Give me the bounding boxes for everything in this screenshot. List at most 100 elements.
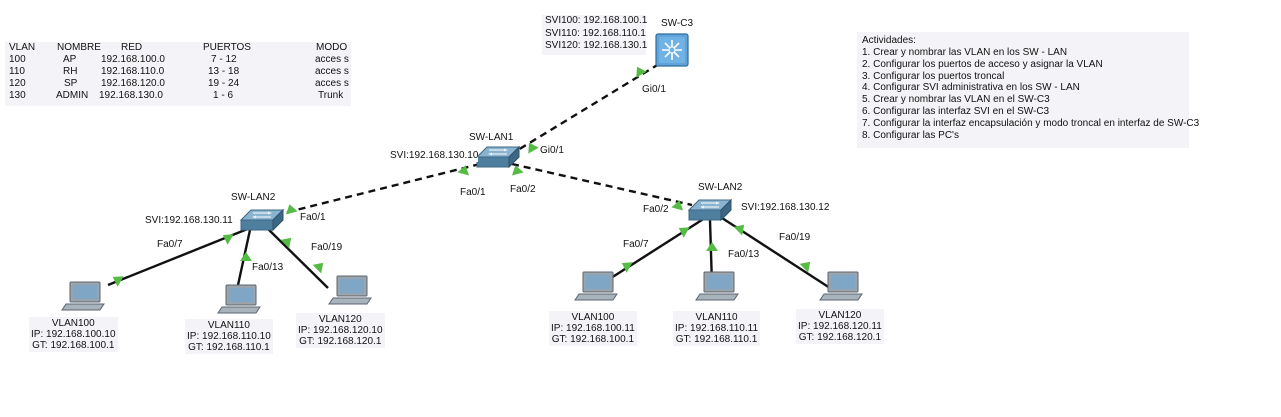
pc-right-vlan100-label: VLAN100 IP: 192.168.100.11 GT: 192.168.1… [549,311,637,346]
sw-lan2-right-port-fa019: Fa0/19 [779,232,811,244]
svi-120-label: SVI120: 192.168.130.1 [545,40,648,51]
cell-vlan: 110 [9,66,25,77]
table-row: 130 ADMIN 192.168.130.0 1 - 6 Trunk [5,90,351,102]
trunk-link-lan1-lan2left [279,162,481,216]
list-item: 1. Crear y nombrar las VLAN en los SW - … [862,47,1068,58]
pc-name: VLAN120 [818,310,862,321]
sw-lan2-right-name: SW-LAN2 [698,182,743,193]
svi-100-label: SVI100: 192.168.100.1 [545,15,648,26]
pc-left-vlan100-icon[interactable] [61,281,105,311]
header-modo: MODO [316,42,348,53]
pc-right-vlan100-icon[interactable] [574,271,618,301]
list-item: 8. Configurar las PC's [862,129,959,141]
link-up-arrow-icon [457,163,472,176]
pc-left-vlan110-label: VLAN110 IP: 192.168.110.10 GT: 192.168.1… [185,319,273,354]
list-item: 4. Configurar SVI administrativa en los … [862,82,1080,94]
trunk-link-lan1-lan2right [511,162,693,207]
sw-lan2-left-svi: SVI:192.168.130.11 [145,215,233,227]
list-item: 6. Configurar las interfaz SVI en el SW-… [862,105,1050,117]
vlan-table: VLAN NOMBRE RED PUERTOS MODO 100 AP 192.… [5,42,351,106]
cell-nombre: AP [63,54,77,65]
cell-red: 192.168.110.0 [101,66,165,77]
cell-red: 192.168.120.0 [101,78,165,89]
pc-name: VLAN100 [51,318,95,329]
link-up-arrow-icon [671,198,686,211]
sw-lan1-svi: SVI:192.168.130.10 [390,150,479,162]
table-row: 100 AP 192.168.100.0 7 - 12 acces s [5,54,351,66]
cell-nombre: RH [63,66,78,77]
pc-gateway: GT: 192.168.110.1 [675,334,758,345]
sw-lan2-right-port-fa02: Fa0/2 [643,204,669,216]
link-up-arrow-icon [280,233,296,249]
header-nombre: NOMBRE [57,42,101,53]
pc-left-vlan120-label: VLAN120 IP: 192.168.120.10 GT: 192.168.1… [296,313,385,348]
pc-gateway: GT: 192.168.110.1 [188,342,270,353]
list-item: 3. Configurar los puertos troncal [862,70,1005,82]
header-red: RED [121,42,143,53]
access-link-right-vlan100 [599,216,706,287]
link-up-arrow-icon [219,229,234,245]
vlan-table-header: VLAN NOMBRE RED PUERTOS MODO [5,42,351,54]
sw-lan2-right-port-fa013: Fa0/13 [728,249,760,261]
pc-ip: IP: 192.168.120.11 [798,321,882,332]
link-up-arrow-icon [631,63,647,78]
cell-nombre: ADMIN [56,90,89,101]
sw-lan1-port-fa02: Fa0/2 [510,184,536,196]
sw-c3-svi-note: SVI100: 192.168.100.1 SVI110: 192.168.11… [542,15,648,55]
cell-puertos: 1 - 6 [213,90,234,101]
sw-c3-multilayer-switch-icon[interactable] [655,33,689,67]
header-puertos: PUERTOS [203,42,251,53]
sw-lan2-left-switch-icon[interactable] [240,209,284,231]
sw-lan2-right-port-fa07: Fa0/7 [623,239,649,251]
pc-left-vlan110-icon[interactable] [217,284,261,314]
table-row: 120 SP 192.168.120.0 19 - 24 acces s [5,78,351,90]
cell-red: 192.168.100.0 [101,54,165,65]
pc-gateway: GT: 192.168.120.1 [798,332,882,343]
sw-lan1-switch-icon[interactable] [476,146,520,168]
link-up-arrow-icon [240,252,252,261]
pc-ip: IP: 192.168.100.11 [551,323,635,334]
svi-110-label: SVI110: 192.168.110.1 [545,27,646,39]
sw-lan2-left-port-fa07: Fa0/7 [157,239,183,251]
sw-lan2-left-port-fa019: Fa0/19 [311,242,343,254]
sw-lan2-right-switch-icon[interactable] [688,199,732,221]
list-item: 7. Configurar la interfaz encapsulación … [862,117,1200,129]
cell-vlan: 130 [9,90,26,101]
link-up-arrow-icon [312,258,328,274]
header-vlan: VLAN [9,42,36,53]
sw-lan2-left-name: SW-LAN2 [231,192,276,203]
cell-modo: acces s [315,66,349,77]
pc-ip: IP: 192.168.120.10 [298,325,383,336]
trunk-link-c3-lan1 [512,62,660,155]
sw-c3-port-gi01: Gi0/1 [642,84,666,96]
cell-puertos: 7 - 12 [211,54,237,65]
activities-title: Actividades: [862,35,916,46]
pc-right-vlan120-label: VLAN120 IP: 192.168.120.11 GT: 192.168.1… [796,309,884,344]
link-up-arrow-icon [706,242,718,251]
sw-lan2-right-svi: SVI:192.168.130.12 [741,202,830,214]
pc-name: VLAN100 [571,312,615,323]
cell-vlan: 100 [9,54,26,65]
pc-left-vlan100-label: VLAN100 IP: 192.168.100.10 GT: 192.168.1… [29,317,118,352]
pc-right-vlan110-icon[interactable] [695,271,739,301]
pc-ip: IP: 192.168.110.10 [187,331,271,342]
cell-red: 192.168.130.0 [99,90,163,101]
pc-name: VLAN110 [207,320,250,331]
sw-c3-name: SW-C3 [661,18,694,29]
cell-puertos: 19 - 24 [208,78,240,89]
list-item: 2. Configurar los puertos de acceso y as… [862,58,1103,70]
pc-name: VLAN110 [695,312,738,323]
list-item: 5. Crear y nombrar las VLAN en el SW-C3 [862,94,1050,106]
activities-list: 1. Crear y nombrar las VLAN en los SW - … [862,47,1199,141]
cell-modo: Trunk [318,90,344,101]
cell-modo: acces s [315,78,349,89]
table-row: 110 RH 192.168.110.0 13 - 18 acces s [5,66,351,78]
pc-gateway: GT: 192.168.100.1 [32,340,115,351]
pc-left-vlan120-icon[interactable] [328,275,372,305]
cell-modo: acces s [315,54,349,65]
pc-name: VLAN120 [318,314,362,325]
sw-lan2-left-port-fa01: Fa0/1 [300,212,326,224]
sw-lan1-port-fa01: Fa0/1 [460,187,486,199]
sw-lan1-name: SW-LAN1 [469,132,514,143]
